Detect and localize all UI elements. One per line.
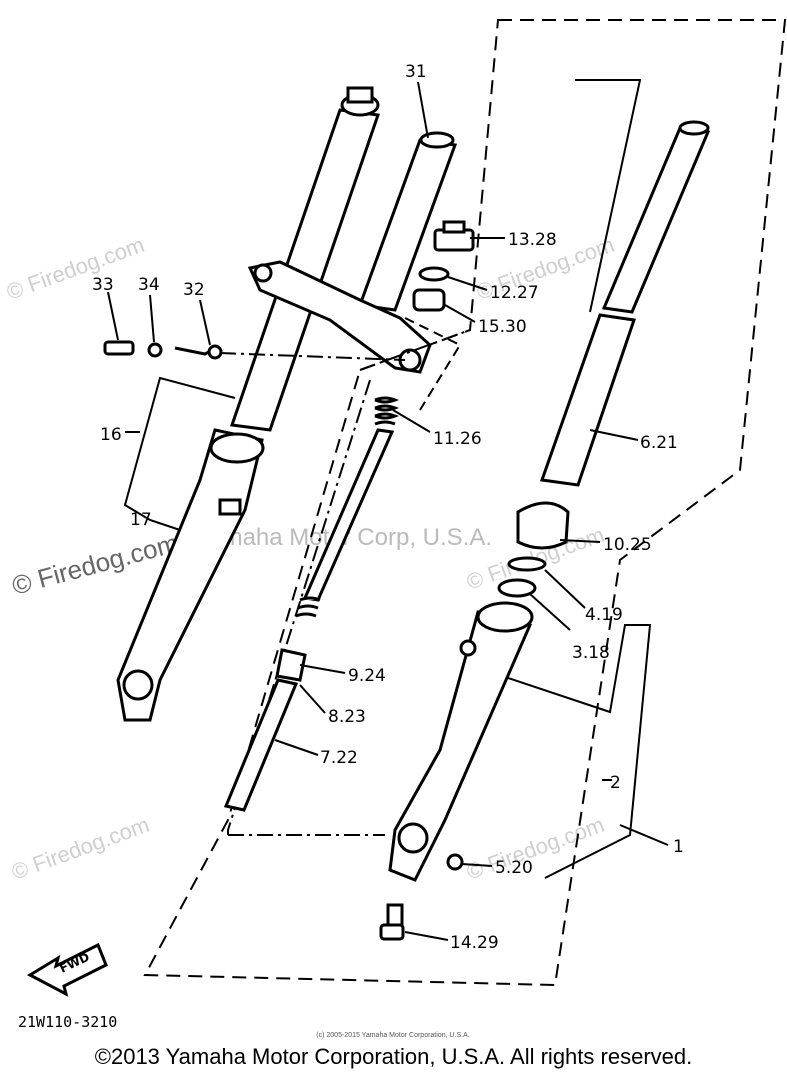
tiny-copyright-notice: (c) 2005-2015 Yamaha Motor Corporation, … bbox=[316, 1032, 469, 1039]
callout-31: 31 bbox=[405, 62, 427, 82]
firedog-watermark: © Firedog.com bbox=[463, 812, 607, 885]
cap-bolt bbox=[433, 220, 475, 252]
under-bracket bbox=[247, 260, 432, 374]
collar bbox=[412, 288, 446, 312]
callout-8-23: 8.23 bbox=[328, 707, 366, 727]
right-outer-slider bbox=[388, 610, 533, 882]
callout-4-19: 4.19 bbox=[585, 605, 623, 625]
clip bbox=[174, 346, 213, 356]
firedog-watermark: © Firedog.com bbox=[8, 812, 152, 885]
pinch-bolt bbox=[103, 340, 135, 356]
o-ring bbox=[418, 266, 450, 282]
callout-17: 17 bbox=[130, 510, 152, 530]
left-outer-slider bbox=[116, 428, 265, 722]
seal-washer bbox=[497, 578, 537, 598]
callout-10-25: 10.25 bbox=[603, 535, 652, 555]
callout-13-28: 13.28 bbox=[508, 230, 557, 250]
damper-bolt bbox=[379, 903, 405, 941]
right-inner-tube bbox=[539, 313, 636, 487]
callout-11-26: 11.26 bbox=[433, 429, 482, 449]
callout-5-20: 5.20 bbox=[495, 858, 533, 878]
callout-9-24: 9.24 bbox=[348, 666, 386, 686]
bracket-dash-line bbox=[404, 317, 462, 411]
washer bbox=[147, 342, 163, 358]
center-line bbox=[219, 352, 406, 361]
circlip bbox=[507, 556, 547, 572]
steering-stem bbox=[357, 131, 458, 312]
lower-spring bbox=[295, 596, 321, 618]
callout-15-30: 15.30 bbox=[478, 317, 527, 337]
callout-3-18: 3.18 bbox=[572, 643, 610, 663]
taper-spindle bbox=[275, 648, 307, 682]
callout-labels: 31 13.28 12.27 15.30 33 34 32 11.26 6.21… bbox=[92, 62, 684, 953]
callout-12-27: 12.27 bbox=[490, 283, 539, 303]
copyright-footer: ©2013 Yamaha Motor Corporation, U.S.A. A… bbox=[94, 1044, 693, 1069]
left-inner-tube bbox=[229, 86, 381, 432]
clip-ring bbox=[207, 344, 223, 360]
leader-lines bbox=[107, 81, 669, 941]
callout-7-22: 7.22 bbox=[320, 748, 358, 768]
callout-2: 2 bbox=[610, 773, 621, 793]
callout-33: 33 bbox=[92, 275, 114, 295]
callout-32: 32 bbox=[183, 280, 205, 300]
callout-1: 1 bbox=[673, 837, 684, 857]
callout-16: 16 bbox=[100, 425, 122, 445]
callout-34: 34 bbox=[138, 275, 160, 295]
callout-6-21: 6.21 bbox=[640, 433, 678, 453]
rebound-spring bbox=[374, 396, 400, 426]
fwd-arrow-icon: FWD bbox=[26, 942, 108, 997]
drawing-code: 21W110-3210 bbox=[18, 1013, 117, 1031]
damper-rod bbox=[223, 678, 299, 812]
dust-seal bbox=[516, 501, 570, 550]
drain-washer bbox=[446, 853, 464, 871]
callout-14-29: 14.29 bbox=[450, 933, 499, 953]
right-inner-tube-upper bbox=[601, 126, 711, 314]
firedog-watermark: © Firedog.com bbox=[3, 232, 147, 305]
